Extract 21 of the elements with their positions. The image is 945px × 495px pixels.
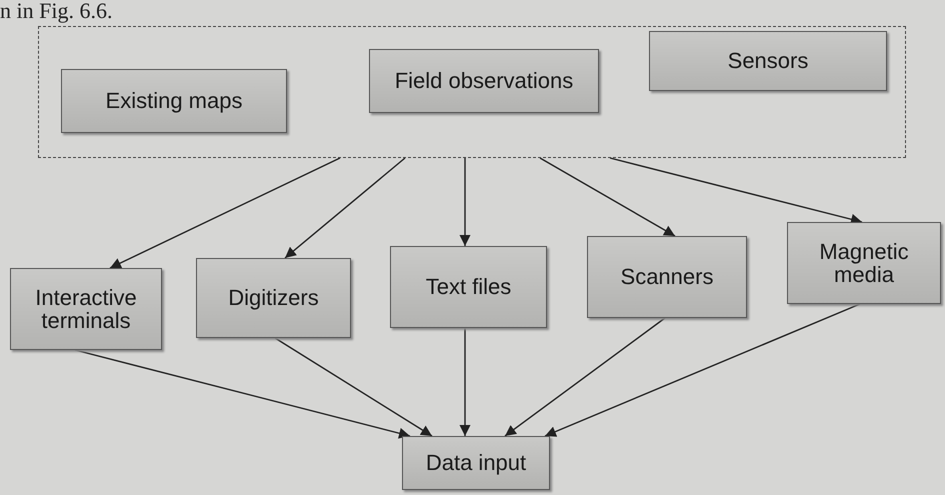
arrow — [540, 157, 676, 237]
arrow — [610, 157, 862, 225]
arrow — [110, 157, 340, 269]
body-text: n in Fig. 6.6. — [0, 0, 112, 22]
process-box: Existing maps — [61, 69, 287, 133]
process-box: Sensors — [649, 31, 887, 91]
dashed-group-box — [38, 26, 906, 158]
arrow — [460, 328, 470, 436]
process-box: Interactive terminals — [10, 268, 162, 350]
process-box: Field observations — [369, 49, 599, 113]
arrow — [460, 158, 470, 246]
process-box: Data input — [402, 436, 550, 490]
process-box: Digitizers — [196, 258, 351, 338]
arrow — [544, 303, 860, 437]
process-box: Scanners — [587, 236, 747, 318]
arrow — [284, 157, 406, 259]
arrow — [504, 317, 666, 437]
process-box: Magnetic media — [787, 222, 941, 304]
arrow — [274, 337, 432, 437]
process-box: Text files — [390, 246, 547, 328]
arrow — [74, 349, 410, 439]
